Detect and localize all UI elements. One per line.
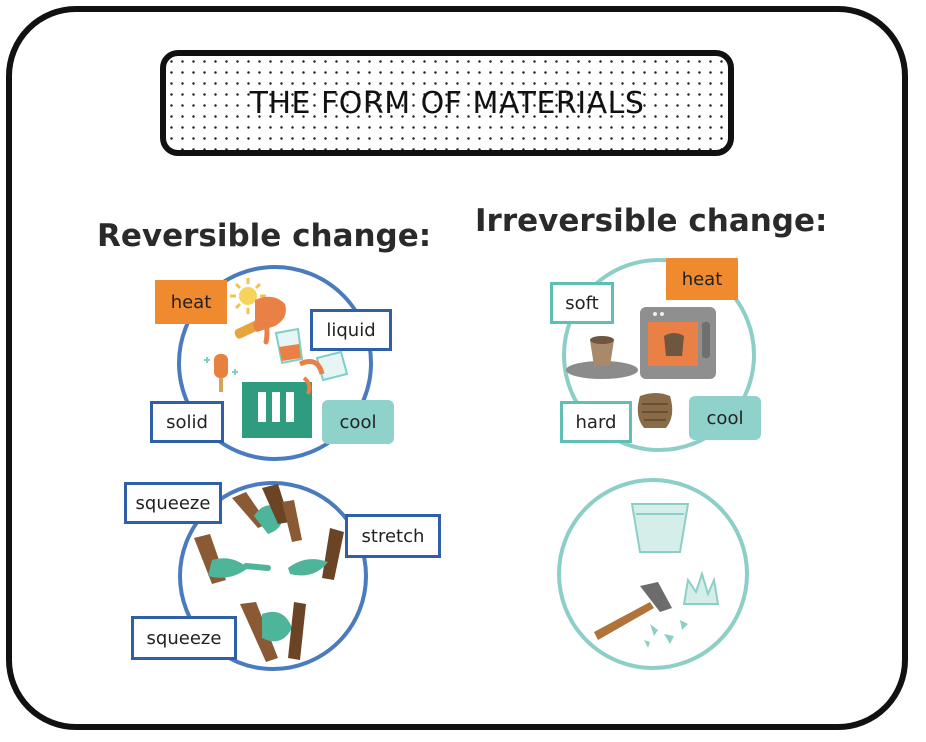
heat-label-reversible: heat: [155, 280, 227, 324]
frozen-lolly-icon: [204, 354, 238, 392]
kiln-icon: [640, 307, 716, 379]
stretch-label: stretch: [345, 514, 441, 558]
irreversible-heading: Irreversible change:: [475, 203, 828, 239]
hard-label: hard: [560, 401, 632, 443]
ice-lolly-icon: [234, 296, 286, 345]
soft-label: soft: [550, 282, 614, 324]
glass-tumbler-icon: [630, 503, 690, 553]
hammer-icon: [594, 582, 672, 640]
glass-circle: [557, 478, 749, 670]
reversible-heading: Reversible change:: [97, 218, 432, 254]
squeeze-label-bottom: squeeze: [131, 616, 237, 660]
pottery-wheel-icon: [566, 336, 638, 379]
page-title: THE FORM OF MATERIALS: [249, 85, 645, 121]
cool-label-irreversible: cool: [689, 396, 761, 440]
squeeze-label-top: squeeze: [124, 482, 222, 524]
ice-tray-icon: [242, 376, 312, 438]
liquid-label: liquid: [310, 309, 392, 351]
heat-label-irreversible: heat: [666, 258, 738, 300]
cool-label-reversible: cool: [322, 400, 394, 444]
hands-icon: [194, 484, 344, 662]
solid-label: solid: [150, 401, 224, 443]
title-box: THE FORM OF MATERIALS: [160, 50, 734, 156]
broken-glass-diagram: [557, 478, 749, 670]
broken-glass-icon: [644, 570, 720, 648]
clay-pot-icon: [637, 393, 673, 428]
glass-icon: [274, 327, 349, 382]
